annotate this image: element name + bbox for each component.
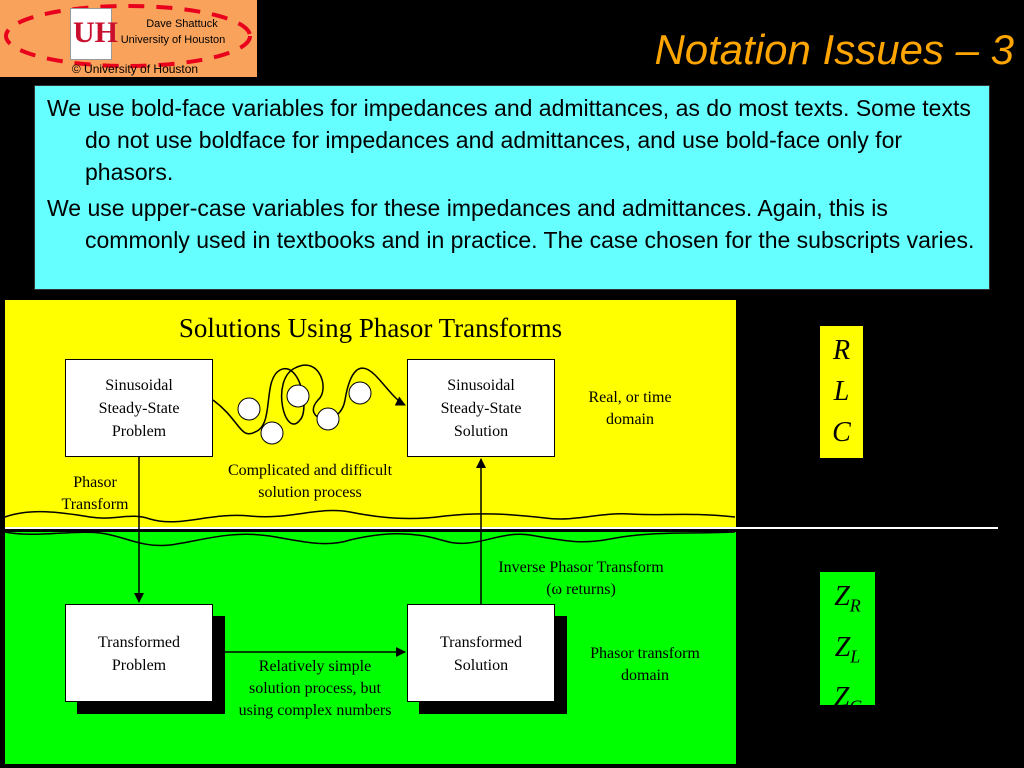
process-circle <box>260 421 284 445</box>
process-circle <box>237 397 261 421</box>
box-sinusoidal-problem: Sinusoidal Steady-State Problem <box>65 359 213 457</box>
text-box: We use bold-face variables for impedance… <box>34 85 990 290</box>
box-text: Steady-State <box>440 399 522 417</box>
label-line: using complex numbers <box>238 702 392 719</box>
wavy-border-bottom <box>4 531 736 547</box>
symbol-zc: ZC <box>820 677 875 728</box>
label-line: Complicated and difficult <box>227 462 393 479</box>
box-text: Sinusoidal <box>447 376 515 394</box>
inverse-transform-label: Inverse Phasor Transform (ω returns) <box>476 557 686 601</box>
label-line: Phasor <box>73 474 117 491</box>
logo-copyright: © University of Houston <box>71 62 199 76</box>
label-line: domain <box>606 411 654 428</box>
symbol-z: Z <box>834 581 850 612</box>
symbol-l: L <box>833 376 850 407</box>
symbol-c: C <box>832 417 851 448</box>
page-title: Notation Issues – 3 <box>654 26 1014 73</box>
symbol-z: Z <box>834 631 851 663</box>
paragraph-boldface: We use bold-face variables for impedance… <box>47 95 971 185</box>
box-sinusoidal-solution: Sinusoidal Steady-State Solution <box>407 359 555 457</box>
rlc-symbols-box: R L C <box>819 325 864 459</box>
box-text: Problem <box>111 422 167 440</box>
process-circle <box>316 407 340 431</box>
subscript-r: R <box>849 595 861 616</box>
simple-process-label: Relatively simple solution process, but … <box>220 656 410 722</box>
symbol-z: Z <box>833 682 850 714</box>
symbol-r: R <box>832 335 851 366</box>
paragraph-uppercase: We use upper-case variables for these im… <box>47 195 975 253</box>
logo-emblem <box>70 8 112 60</box>
impedance-symbols-box: ZR ZL ZC <box>819 571 876 717</box>
label-line: solution process, but <box>249 680 381 697</box>
symbol-zr: ZR <box>820 576 875 627</box>
process-circle <box>348 381 372 405</box>
subscript-l: L <box>850 646 861 667</box>
logo-dashed-ellipse <box>4 4 252 68</box>
process-circle <box>286 384 310 408</box>
label-line: Real, or time <box>588 389 672 406</box>
box-text: Solution <box>453 422 509 440</box>
complicated-solution-path <box>212 364 406 435</box>
label-line: solution process <box>258 484 362 501</box>
box-text: Transformed <box>439 634 523 651</box>
box-text: Steady-State <box>98 399 180 417</box>
subscript-c: C <box>849 696 862 717</box>
label-line: Inverse Phasor Transform <box>498 559 664 576</box>
box-transformed-solution: Transformed Solution <box>407 604 555 702</box>
box-text: Solution <box>453 657 509 674</box>
diagram-title: Solutions Using Phasor Transforms <box>178 313 563 343</box>
logo-university: University of Houston <box>120 34 226 46</box>
label-line: Phasor transform <box>590 645 700 662</box>
box-text: Transformed <box>97 634 181 651</box>
complicated-process-label: Complicated and difficult solution proce… <box>205 460 415 504</box>
phasor-transform-label: Phasor Transform <box>45 472 145 516</box>
label-line: domain <box>621 667 669 684</box>
box-text: Sinusoidal <box>105 376 173 394</box>
box-transformed-problem: Transformed Problem <box>65 604 213 702</box>
logo-author: Dave Shattuck <box>146 18 218 30</box>
wavy-border-top <box>4 509 736 523</box>
label-line: (ω returns) <box>546 581 616 598</box>
time-domain-label: Real, or time domain <box>555 387 705 431</box>
symbol-zl: ZL <box>820 627 875 678</box>
label-line: Transform <box>61 496 129 513</box>
phasor-domain-label: Phasor transform domain <box>570 643 720 687</box>
label-line: Relatively simple <box>258 658 372 675</box>
box-text: Problem <box>111 657 167 674</box>
